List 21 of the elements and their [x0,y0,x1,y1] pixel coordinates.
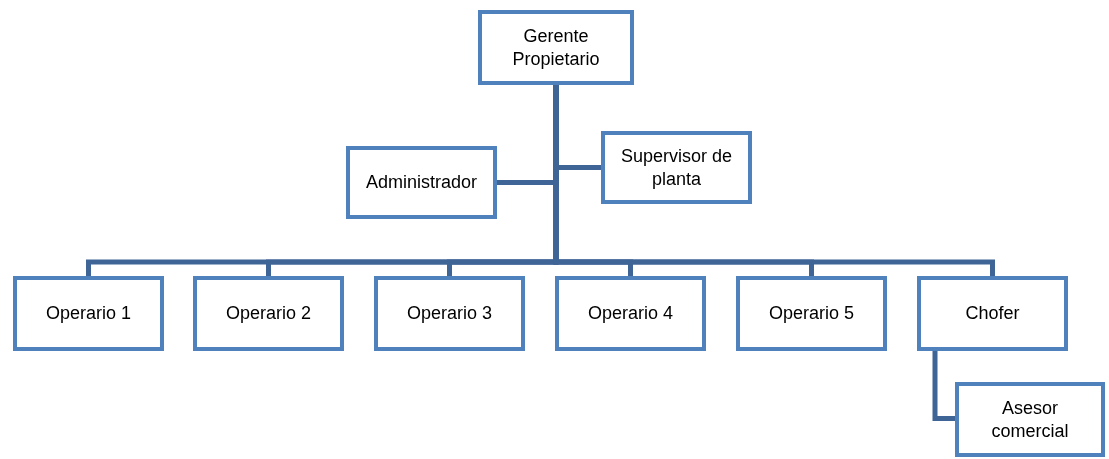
role-title: Operario 1 [45,302,131,325]
role-title: Operario 3 [406,302,492,325]
role-box [736,276,887,351]
role-box [193,276,344,351]
role-box [955,382,1105,457]
role-title: Chofer [965,302,1020,325]
role-box [478,10,634,85]
role-title: Operario 2 [225,302,311,325]
role-box [917,276,1068,351]
role-title: Gerente Propietario [511,25,601,70]
role-title: Operario 4 [587,302,673,325]
role-box [374,276,525,351]
role-title: Asesor comercial [990,397,1070,442]
role-box [346,146,497,219]
role-box [601,131,752,204]
role-box [13,276,164,351]
role-title: Operario 5 [768,302,854,325]
role-title: Administrador [365,171,477,194]
role-box [555,276,706,351]
connector-line [932,351,955,421]
role-title: Supervisor de planta [619,145,734,190]
